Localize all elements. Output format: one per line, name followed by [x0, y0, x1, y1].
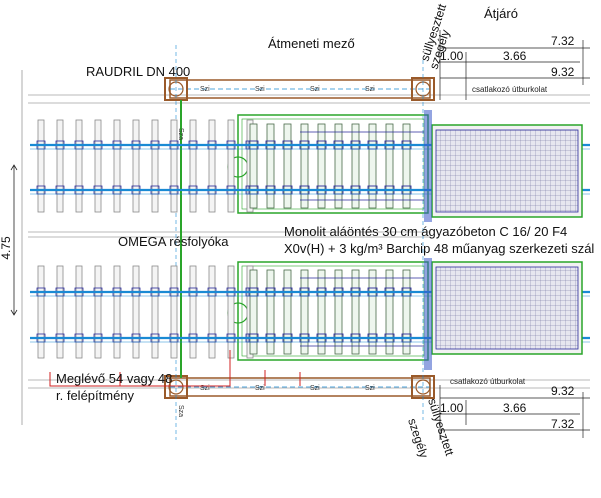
crossing-boundary-bottom — [424, 258, 432, 370]
transition-sleeper — [334, 269, 343, 355]
transition-sleeper — [249, 123, 258, 209]
dim-top-932: 9.32 — [551, 65, 575, 79]
label-meglevo-line2: r. felépítmény — [56, 388, 135, 403]
sleeper — [227, 119, 235, 213]
label-szegely-bottom: szegély — [405, 417, 431, 460]
dimension-lines-bottom — [439, 385, 590, 440]
sleeper — [56, 265, 64, 359]
crossing-slab-top — [431, 124, 583, 218]
transition-field-bottom — [237, 261, 429, 361]
transition-sleeper — [334, 123, 343, 209]
label-szegely-bottom-group: szegély — [405, 417, 431, 460]
sleeper — [75, 265, 83, 359]
label-omega: OMEGA résfolyóka — [118, 234, 229, 249]
szi-label-8: Szi — [365, 385, 375, 392]
transition-sleeper — [317, 269, 326, 355]
sleepers-top — [36, 119, 424, 213]
szi-label-6: Szi — [255, 385, 265, 392]
transition-sleeper — [249, 269, 258, 355]
sleeper — [75, 119, 83, 213]
transition-sleeper — [351, 269, 360, 355]
transition-sleeper — [283, 269, 292, 355]
sza-label-top: Sza — [177, 128, 184, 140]
sleeper — [37, 265, 45, 359]
sleeper — [208, 265, 216, 359]
sza-label-top-group: Sza — [177, 128, 184, 140]
transition-sleeper — [368, 123, 377, 209]
transition-field-top — [237, 114, 429, 214]
label-atjaro: Átjáró — [484, 6, 518, 21]
vertical-dimension — [10, 164, 18, 316]
sleepers-bottom — [36, 265, 424, 359]
szi-label-1: Szi — [200, 86, 210, 93]
label-csatlakozo-bottom: csatlakozó útburkolat — [450, 377, 526, 386]
szi-label-4: Szi — [365, 86, 375, 93]
transition-sleeper — [402, 269, 411, 355]
label-monolit-line2: X0v(H) + 3 kg/m³ Barchip 48 műanyag szer… — [284, 241, 594, 256]
szi-label-5: Szi — [200, 385, 210, 392]
dim-top-100: 1.00 — [440, 49, 464, 63]
szi-label-7: Szi — [310, 385, 320, 392]
transition-sleeper — [266, 123, 275, 209]
dim-bottom-366: 3.66 — [503, 401, 527, 415]
sleeper — [227, 265, 235, 359]
sleeper — [113, 119, 121, 213]
sleeper — [151, 265, 159, 359]
transition-sleeper — [368, 269, 377, 355]
transition-sleeper — [351, 123, 360, 209]
transition-sleeper — [385, 269, 394, 355]
transition-sleeper — [300, 269, 309, 355]
frame-lines — [21, 70, 590, 425]
label-vertical-dim-group: 4.75 — [0, 236, 13, 260]
sza-label-bottom: Sza — [177, 405, 184, 417]
label-csatlakozo-top: csatlakozó útburkolat — [472, 85, 548, 94]
szi-label-2: Szi — [255, 86, 265, 93]
sleeper — [56, 119, 64, 213]
sleeper — [170, 119, 178, 213]
sleeper — [151, 119, 159, 213]
crossing-slab-bottom — [431, 261, 583, 355]
transition-sleeper — [402, 123, 411, 209]
dimension-lines-top — [439, 30, 590, 100]
sza-label-bottom-group: Sza — [177, 405, 184, 417]
label-raudril: RAUDRIL DN 400 — [86, 64, 190, 79]
label-monolit-line1: Monolit aláöntés 30 cm ágyazóbeton C 16/… — [284, 224, 567, 239]
sleeper — [37, 119, 45, 213]
dim-bottom-732: 7.32 — [551, 417, 575, 431]
sleeper — [94, 265, 102, 359]
sleeper — [132, 119, 140, 213]
transition-sleeper — [283, 123, 292, 209]
existing-track-red-outline — [49, 350, 301, 387]
transition-sleeper — [266, 269, 275, 355]
label-vertical-dim: 4.75 — [0, 236, 13, 260]
dim-bottom-100: 1.00 — [440, 401, 464, 415]
crossing-boundary-top — [424, 110, 432, 222]
sleeper — [113, 265, 121, 359]
transition-sleeper — [317, 123, 326, 209]
label-meglevo-line1: Meglévő 54 vagy 48 — [56, 371, 172, 386]
transition-sleeper — [385, 123, 394, 209]
dim-top-732: 7.32 — [551, 34, 575, 48]
dim-bottom-932: 9.32 — [551, 384, 575, 398]
dim-top-366: 3.66 — [503, 49, 527, 63]
sleeper — [189, 119, 197, 213]
sleeper — [189, 265, 197, 359]
sleeper — [170, 265, 178, 359]
sleeper — [94, 119, 102, 213]
szi-label-3: Szi — [310, 86, 320, 93]
transition-sleeper — [300, 123, 309, 209]
sleeper — [132, 265, 140, 359]
sleeper — [208, 119, 216, 213]
label-atmeneti-mezo: Átmeneti mező — [268, 36, 355, 51]
